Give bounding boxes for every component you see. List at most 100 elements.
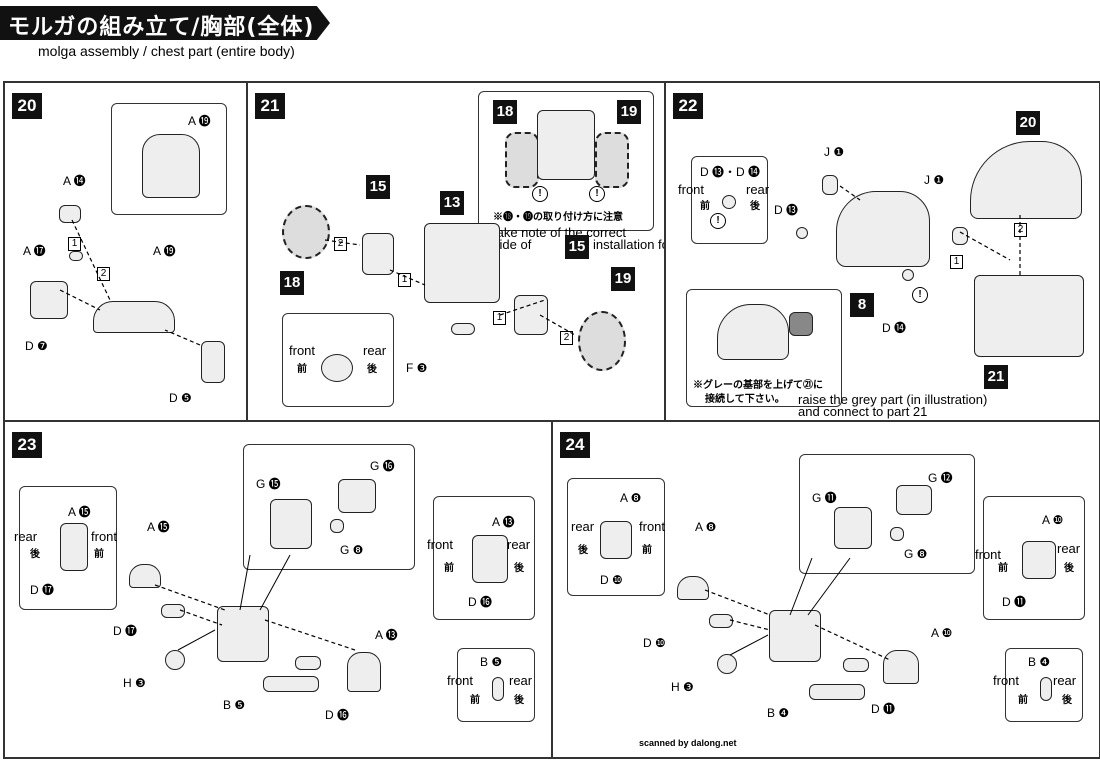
part-label: D ⓱	[113, 624, 138, 638]
gear-part	[595, 132, 629, 188]
part-label: B ❹	[1028, 655, 1051, 669]
front-label: front	[639, 519, 666, 534]
rear-label: rear	[14, 529, 38, 544]
part-label: G ⓰	[370, 459, 395, 473]
rear-label: rear	[746, 182, 770, 197]
step-number: 22	[673, 93, 703, 119]
part-number-tag: 13	[440, 191, 464, 215]
front-label-jp: 前	[998, 563, 1008, 574]
step-23-panel: 23 A ⓯ 後 前 D ⓱ rear front A ⓯ D ⓱ H ❸ B …	[3, 420, 553, 759]
small-part	[161, 604, 185, 618]
detail-box: A ❿ 前 後 D ⓫	[983, 496, 1085, 620]
part-label: D ❺	[169, 391, 192, 405]
part-label: A ⓮	[63, 174, 86, 188]
part-label: F ❸	[406, 361, 428, 375]
detail-box: A ❽ 後 前 D ❿	[567, 478, 665, 596]
connector-part	[321, 354, 353, 382]
part-label: D ❼	[25, 339, 48, 353]
rear-label: rear	[1053, 673, 1077, 688]
part-label: H ❸	[123, 676, 146, 690]
chest-armor-part	[970, 141, 1082, 219]
part-label: B ❹	[767, 706, 790, 720]
part-label: J ❶	[924, 173, 945, 187]
front-label: front	[678, 182, 705, 197]
detail-box: D ⓭・D ⓮ ! 前 後	[691, 156, 768, 244]
part-label: G ⓫	[812, 491, 837, 505]
part-label: A ❿	[931, 626, 953, 640]
detail-box: A ⓳	[111, 103, 227, 215]
connector-part	[451, 323, 475, 335]
armor-part	[883, 650, 919, 684]
gear-part	[282, 205, 330, 259]
rear-label-jp: 後	[578, 545, 588, 556]
front-label-jp: 前	[700, 201, 710, 212]
note-en: and connect to part 21	[798, 404, 928, 419]
step-order-box: 1	[398, 273, 411, 287]
gear-part	[578, 311, 626, 371]
part-number-tag: 19	[617, 100, 641, 124]
part-label: G ⓯	[256, 477, 281, 491]
grey-base-part	[789, 312, 813, 336]
note-en: side of	[493, 237, 532, 252]
part-number-tag: 18	[280, 271, 304, 295]
small-part	[295, 656, 321, 670]
detail-box: front 前 rear 後	[282, 313, 394, 407]
part-label: A ⓭	[375, 628, 398, 642]
part-label: H ❸	[671, 680, 694, 694]
part-label: A ❽	[695, 520, 717, 534]
rear-label-jp: 後	[1064, 563, 1074, 574]
detail-box: B ❺ 前 後	[457, 648, 535, 722]
step-order-box: 1	[68, 237, 81, 251]
rear-label: rear	[509, 673, 533, 688]
front-label: front	[447, 673, 474, 688]
chest-armor-part	[142, 134, 200, 198]
peg-part	[165, 650, 185, 670]
chest-body-part	[974, 275, 1084, 357]
part-label: D ⓮	[882, 321, 907, 335]
front-label-jp: 前	[1018, 695, 1028, 706]
part-label: D ⓭	[774, 203, 799, 217]
shoulder-joint-part	[769, 610, 821, 662]
step-number: 21	[255, 93, 285, 119]
note-jp: ※⓲・⓳の取り付け方に注意	[493, 212, 623, 223]
peg-part	[492, 677, 504, 701]
connector-part	[890, 527, 904, 541]
front-label: front	[427, 537, 454, 552]
note-jp: 接続して下さい。	[705, 394, 785, 405]
peg-part	[1040, 677, 1052, 701]
connector-part	[722, 195, 736, 209]
front-label-jp: 前	[94, 549, 104, 560]
cable-part	[809, 684, 865, 700]
joint-part	[472, 535, 508, 583]
part-number-tag: 19	[611, 267, 635, 291]
armor-part	[129, 564, 161, 588]
note-en: take note of the correct	[493, 225, 626, 240]
caution-icon: !	[710, 213, 726, 229]
detail-box: G ⓯ G ⓰ G ❽	[243, 444, 415, 570]
front-label-jp: 前	[642, 545, 652, 556]
part-label: A ⓳	[153, 244, 176, 258]
front-label: front	[289, 343, 316, 358]
joint-part	[338, 479, 376, 513]
rear-label-jp: 後	[367, 364, 377, 375]
part-number-tag: 15	[366, 175, 390, 199]
step-number: 24	[560, 432, 590, 458]
caution-icon: !	[532, 186, 548, 202]
chest-armor-part	[93, 301, 175, 333]
part-number-tag: 8	[850, 293, 874, 317]
note-en: raise the grey part (in illustration)	[798, 392, 988, 407]
rear-label-jp: 後	[514, 695, 524, 706]
step-order-box: 2	[560, 331, 573, 345]
part-label: D ⓰	[468, 595, 493, 609]
part-number-tag: 21	[984, 365, 1008, 389]
part-label: A ⓯	[68, 505, 91, 519]
connector-part	[796, 227, 808, 239]
connector-part	[330, 519, 344, 533]
page-subtitle: molga assembly / chest part (entire body…	[38, 43, 295, 59]
part-number-tag: 18	[493, 100, 517, 124]
part-label: D ❿	[600, 573, 623, 587]
peg-part	[717, 654, 737, 674]
part-label: G ❽	[340, 543, 364, 557]
chest-armor-part	[836, 191, 930, 267]
